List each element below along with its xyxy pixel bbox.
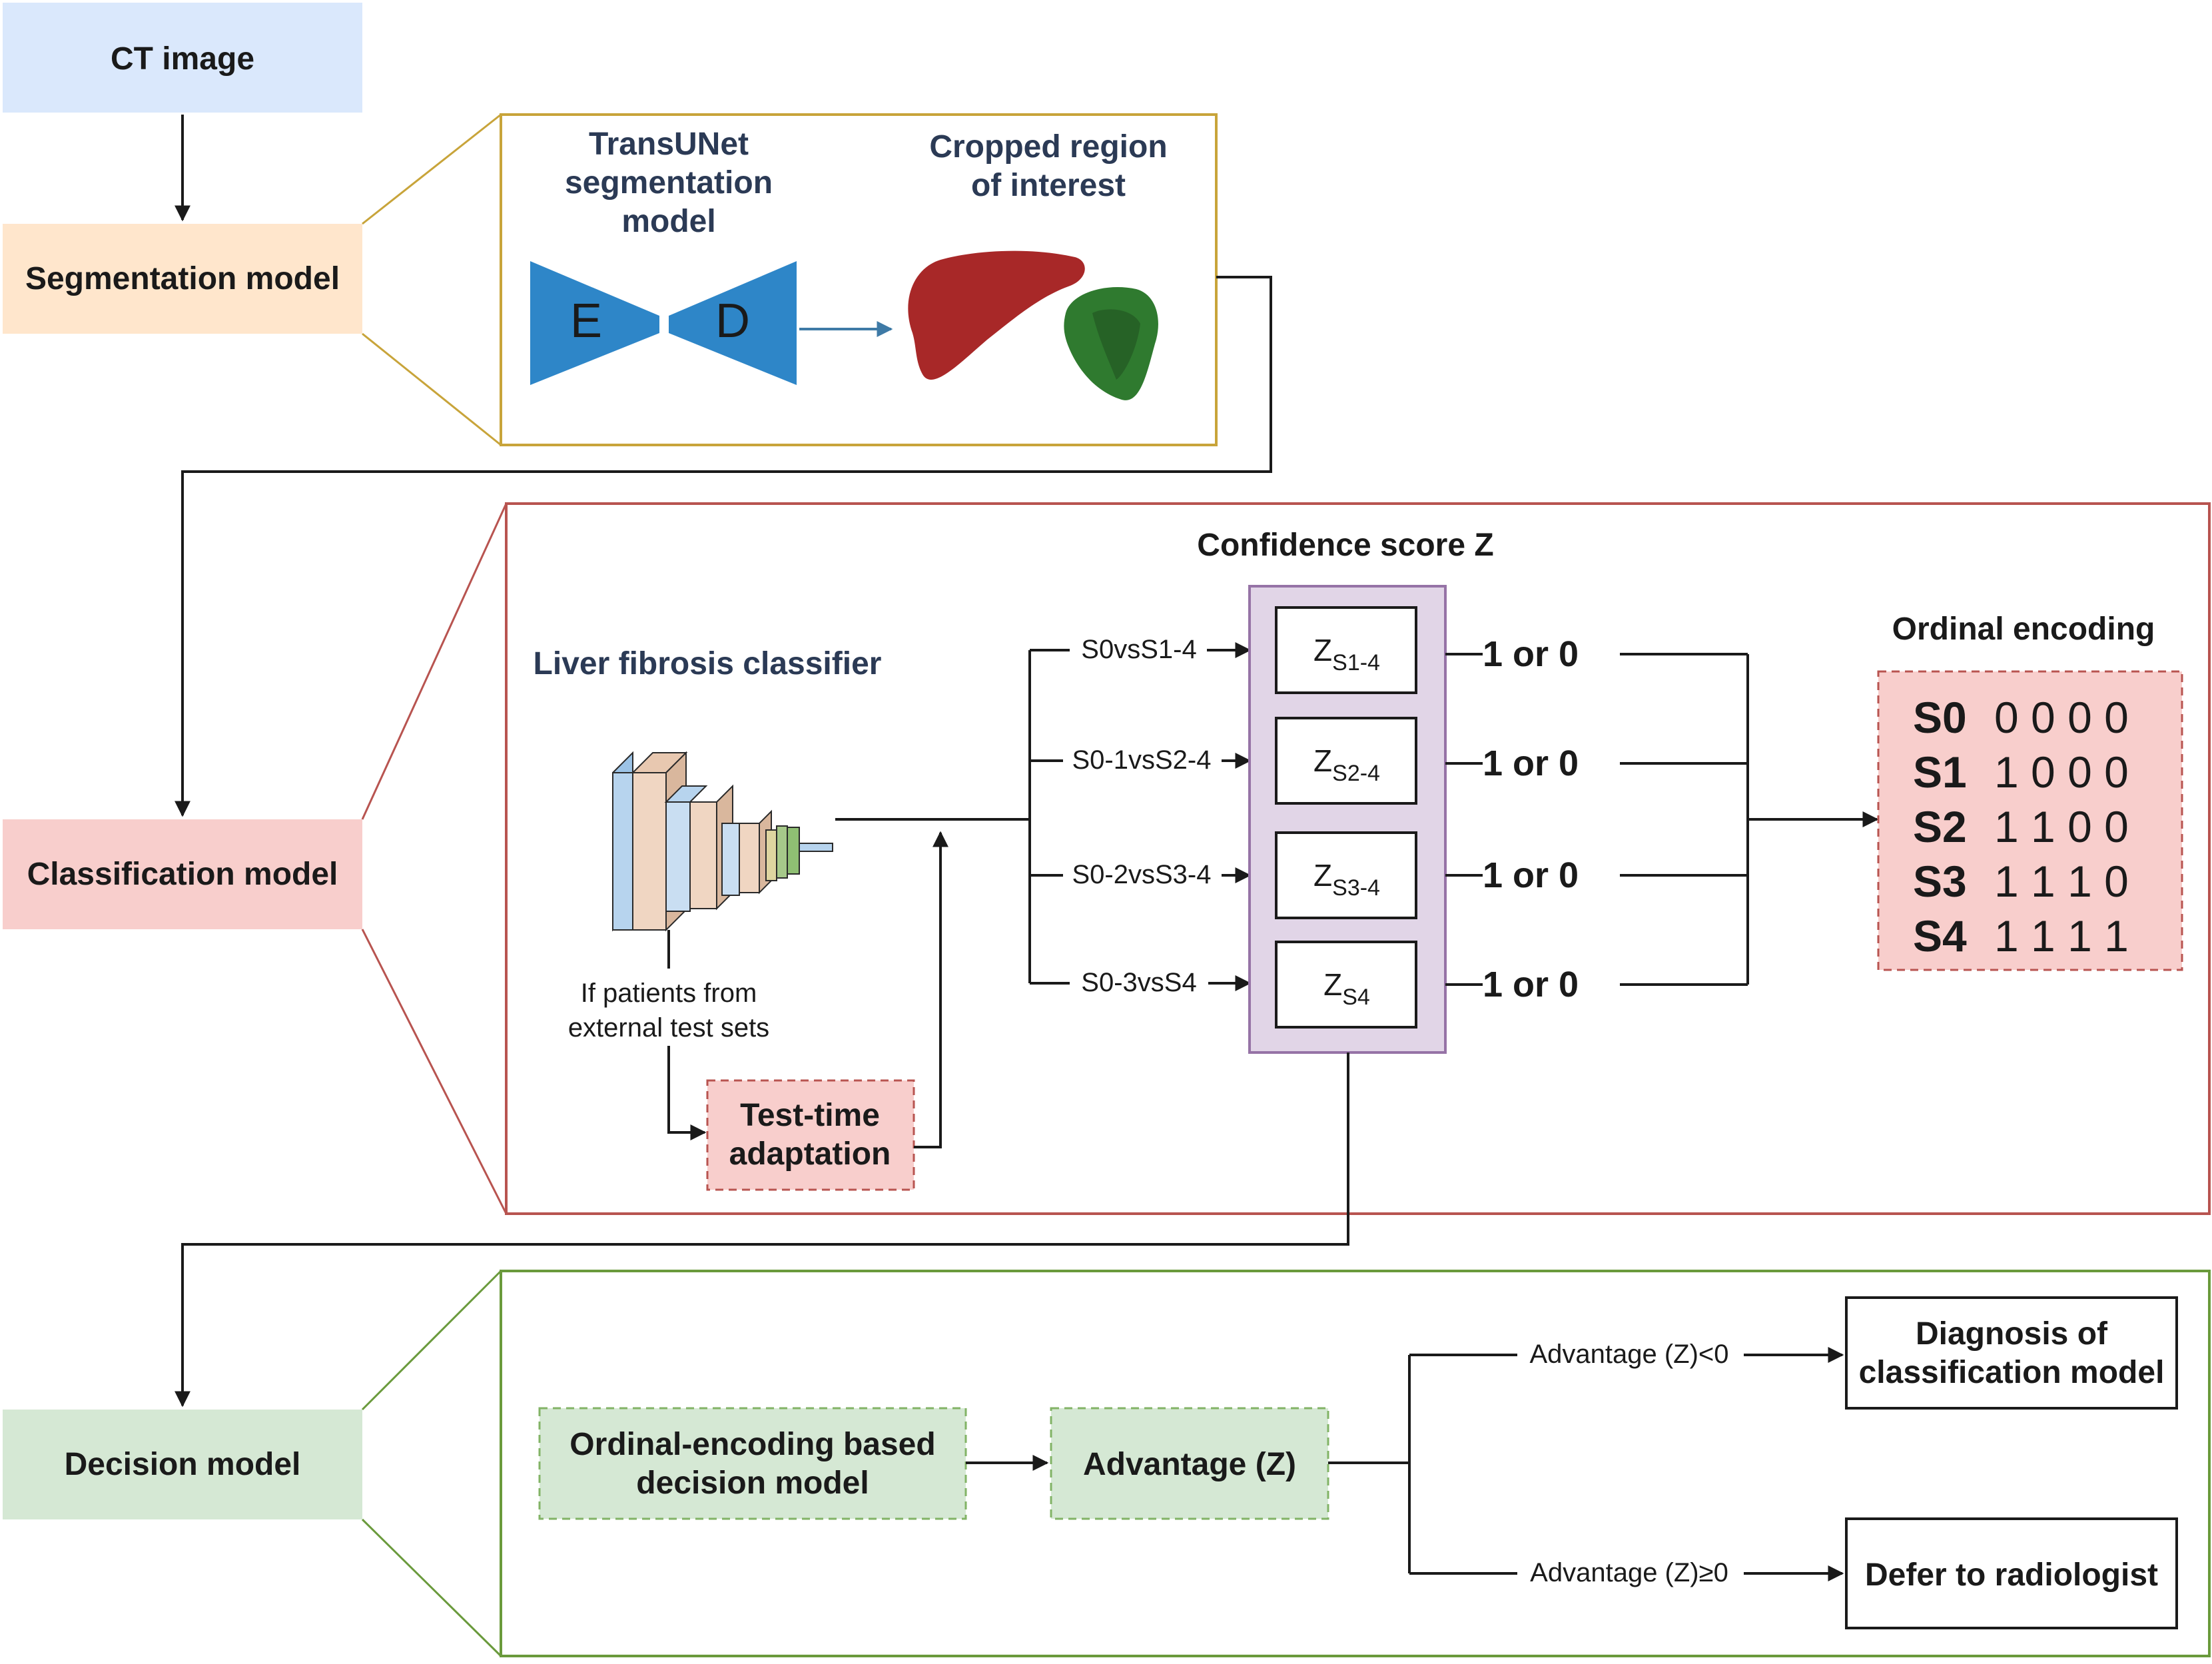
- transunet-label-3: model: [621, 204, 715, 239]
- segmentation-panel: [500, 113, 1218, 446]
- enc-code-s0: 0 0 0 0: [1994, 693, 2129, 742]
- decoder-letter: D: [715, 294, 750, 348]
- decision-model-box: [3, 1410, 362, 1519]
- encoding-rows: S0 0 0 0 0 S1 1 0 0 0 S2 1 1 0 0 S3 1 1 …: [1913, 693, 2129, 961]
- cls-zoom-line-top: [361, 503, 508, 820]
- output-3: 1 or 0: [1483, 855, 1579, 895]
- defer-label: Defer to radiologist: [1865, 1557, 2158, 1593]
- task-label-2: S0-1vsS2-4: [1072, 745, 1212, 775]
- score-3: ZS3-4: [1313, 858, 1380, 901]
- defer-box: [1845, 1517, 2178, 1629]
- enc-stage-s4: S4: [1913, 911, 1967, 961]
- enc-stage-s3: S3: [1913, 857, 1967, 906]
- advantage-box: [1050, 1407, 1329, 1520]
- diagnosis-box: [1845, 1296, 2178, 1410]
- diagnosis-label-2: classification model: [1859, 1355, 2165, 1390]
- seg-zoom-line-bottom: [362, 332, 502, 446]
- score-box-2: [1275, 717, 1417, 805]
- score-3-sub: S3-4: [1332, 875, 1380, 901]
- cnn-stack-icon: [612, 751, 833, 932]
- transunet-label-1: TransUNet: [589, 127, 749, 162]
- score-2-base: Z: [1313, 743, 1332, 778]
- score-4-base: Z: [1323, 967, 1342, 1002]
- confidence-title: Confidence score Z: [1197, 528, 1493, 563]
- ct-image-box: [3, 3, 362, 113]
- ordinal-decision-label-2: decision model: [636, 1465, 869, 1501]
- tta-label-1: Test-time: [740, 1098, 880, 1133]
- liver-roi-image: [908, 250, 1085, 380]
- enc-stage-s2: S2: [1913, 802, 1967, 851]
- dec-zoom-line-bottom: [361, 1518, 502, 1657]
- score-box-1: [1275, 606, 1417, 694]
- decision-model-label: Decision model: [65, 1447, 301, 1482]
- external-note-1: If patients from: [581, 979, 757, 1008]
- ordinal-decision-box: [538, 1407, 967, 1520]
- encoder-letter: E: [570, 294, 602, 348]
- ct-image-label: CT image: [111, 41, 254, 77]
- seg-zoom-line-top: [362, 113, 502, 225]
- spleen-shadow: [1092, 309, 1140, 380]
- enc-stage-s1: S1: [1913, 747, 1967, 797]
- transunet-label-2: segmentation: [565, 165, 773, 201]
- segmentation-model-label: Segmentation model: [25, 261, 340, 296]
- encoder-shape: [530, 261, 659, 385]
- score-2: ZS2-4: [1313, 743, 1380, 786]
- roi-label-1: Cropped region: [929, 129, 1167, 165]
- branch-positive-label: Advantage (Z)≥0: [1530, 1558, 1728, 1587]
- score-4: ZS4: [1323, 967, 1370, 1010]
- classification-model-box: [3, 819, 362, 929]
- output-1: 1 or 0: [1483, 634, 1579, 674]
- task-label-1: S0vsS1-4: [1081, 635, 1196, 664]
- score-3-base: Z: [1313, 858, 1332, 893]
- ordinal-encoding-box: [1877, 670, 2183, 971]
- output-4: 1 or 0: [1483, 965, 1579, 1005]
- score-2-sub: S2-4: [1332, 761, 1380, 786]
- task-label-3: S0-2vsS3-4: [1072, 860, 1212, 889]
- enc-code-s1: 1 0 0 0: [1994, 747, 2129, 797]
- score-1: ZS1-4: [1313, 633, 1380, 675]
- enc-code-s2: 1 1 0 0: [1994, 802, 2129, 851]
- score-box-3: [1275, 831, 1417, 919]
- roi-label-2: of interest: [971, 168, 1126, 203]
- external-note-2: external test sets: [568, 1013, 769, 1042]
- score-box-4: [1275, 941, 1417, 1029]
- task-label-4: S0-3vsS4: [1081, 968, 1196, 997]
- branch-negative-label: Advantage (Z)<0: [1529, 1340, 1728, 1369]
- tta-label-2: adaptation: [729, 1136, 891, 1172]
- ordinal-decision-label-1: Ordinal-encoding based: [569, 1427, 935, 1462]
- output-2: 1 or 0: [1483, 743, 1579, 783]
- classifier-label: Liver fibrosis classifier: [534, 646, 882, 681]
- segmentation-model-box: [3, 224, 362, 334]
- score-1-base: Z: [1313, 633, 1332, 667]
- encoding-title: Ordinal encoding: [1892, 612, 2155, 647]
- enc-code-s3: 1 1 1 0: [1994, 857, 2129, 906]
- tta-box: [706, 1079, 915, 1191]
- cls-zoom-line-bottom: [361, 929, 508, 1214]
- advantage-label: Advantage (Z): [1083, 1447, 1296, 1482]
- classification-model-label: Classification model: [27, 857, 338, 892]
- score-4-sub: S4: [1342, 985, 1370, 1010]
- decoder-shape: [669, 261, 797, 385]
- diagnosis-label-1: Diagnosis of: [1916, 1316, 2108, 1352]
- enc-stage-s0: S0: [1913, 693, 1967, 742]
- enc-code-s4: 1 1 1 1: [1994, 911, 2129, 961]
- score-1-sub: S1-4: [1332, 650, 1380, 675]
- dec-zoom-line-top: [361, 1270, 502, 1411]
